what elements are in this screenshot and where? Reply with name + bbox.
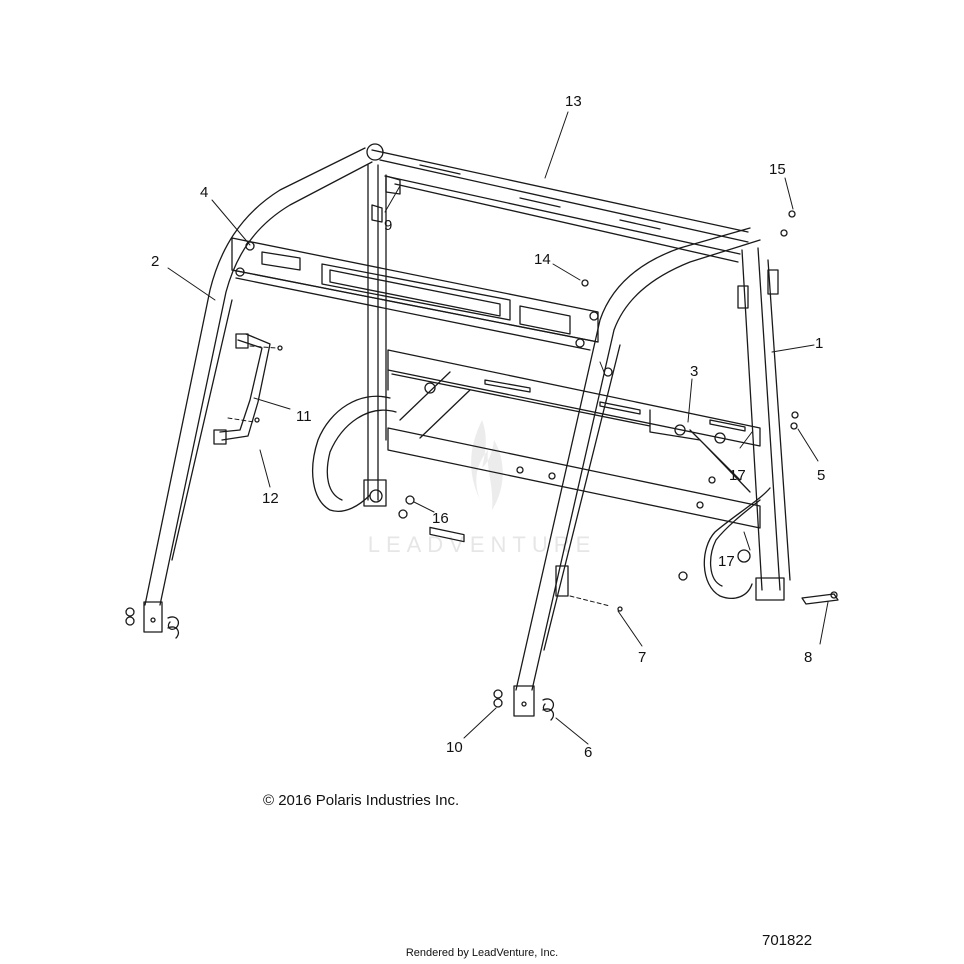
label-1: 1 [815, 335, 823, 352]
label-8: 8 [804, 649, 812, 666]
label-17-lower: 17 [718, 553, 735, 570]
label-13: 13 [565, 93, 582, 110]
label-11: 11 [296, 408, 312, 425]
label-7: 7 [638, 649, 646, 666]
watermark-text: LEADVENTURE [368, 532, 597, 557]
rear-top-crossbar [371, 149, 749, 263]
label-12: 12 [262, 490, 279, 507]
rear-lower-crossmember [387, 371, 761, 543]
rear-right-grab-loop [703, 487, 771, 599]
right-front-hoop [513, 227, 761, 717]
label-6: 6 [584, 744, 592, 761]
part-number-labels: 13 4 2 9 14 15 1 3 11 17 5 12 16 17 7 8 … [151, 93, 825, 761]
leadventure-watermark: LEADVENTURE [368, 420, 597, 557]
copyright-notice: © 2016 Polaris Industries Inc. [263, 792, 460, 809]
left-front-hoop [143, 143, 384, 633]
rear-left-grab-loop [312, 395, 397, 512]
rear-left-post [363, 164, 387, 507]
label-4: 4 [200, 184, 208, 201]
bracket [371, 175, 401, 223]
label-5: 5 [817, 467, 825, 484]
label-10: 10 [446, 739, 463, 756]
grab-handle [213, 333, 271, 445]
fasteners [125, 210, 839, 721]
label-3: 3 [690, 363, 698, 380]
rear-right-post [737, 247, 791, 601]
label-15: 15 [769, 161, 786, 178]
rendered-by-credit: Rendered by LeadVenture, Inc. [405, 947, 559, 959]
label-2: 2 [151, 253, 159, 270]
rear-lower-brace [387, 349, 761, 447]
diagram-number: 701822 [762, 932, 813, 949]
label-16: 16 [432, 510, 449, 527]
front-header-panel [231, 237, 599, 351]
label-14: 14 [534, 251, 551, 268]
label-17-upper: 17 [729, 467, 746, 484]
label-9: 9 [384, 217, 392, 234]
leader-lines [167, 111, 829, 745]
